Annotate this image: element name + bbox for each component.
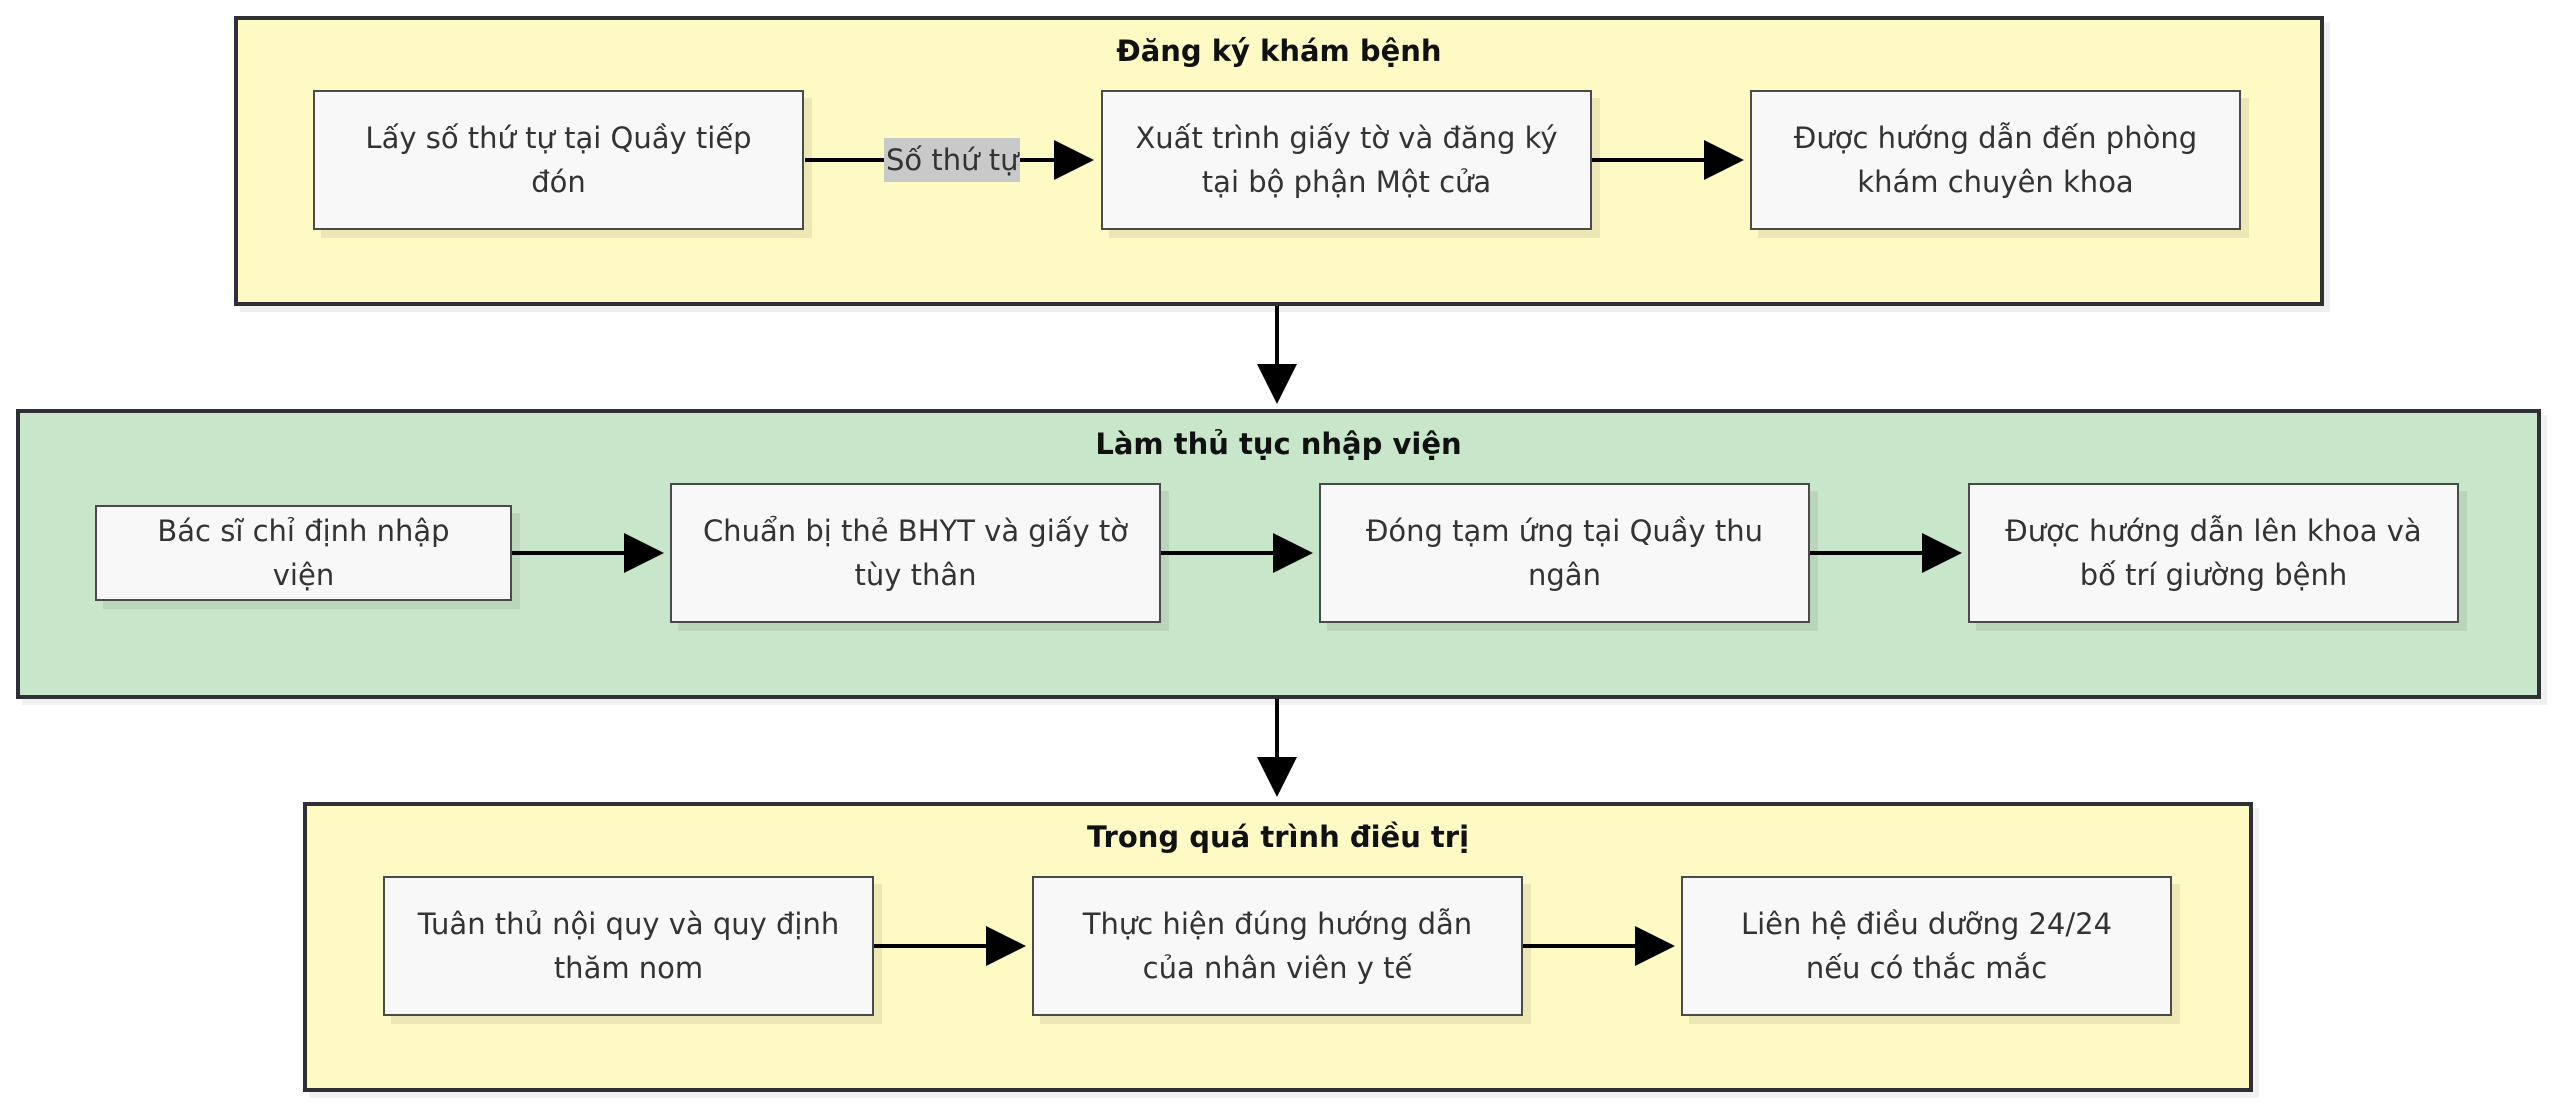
group-title: Đăng ký khám bệnh [1116, 34, 1442, 68]
group-title: Trong quá trình điều trị [1086, 820, 1470, 854]
node-bac-si-chi-dinh[interactable]: Bác sĩ chỉ định nhập viện [95, 505, 512, 601]
node-thuc-hien-huong-dan[interactable]: Thực hiện đúng hướng dẫn của nhân viên y… [1032, 876, 1523, 1016]
node-dong-tam-ung[interactable]: Đóng tạm ứng tại Quầy thu ngân [1319, 483, 1810, 623]
node-lien-he-dieu-duong[interactable]: Liên hệ điều dưỡng 24/24 nếu có thắc mắc [1681, 876, 2172, 1016]
node-huong-dan-phong-kham[interactable]: Được hướng dẫn đến phòng khám chuyên kho… [1750, 90, 2241, 230]
edge-label-so-thu-tu: Số thứ tự [884, 138, 1021, 182]
node-huong-dan-len-khoa[interactable]: Được hướng dẫn lên khoa và bố trí giường… [1968, 483, 2459, 623]
node-tuan-thu-noi-quy[interactable]: Tuân thủ nội quy và quy định thăm nom [383, 876, 874, 1016]
node-lay-so-thu-tu[interactable]: Lấy số thứ tự tại Quầy tiếp đón [313, 90, 804, 230]
node-xuat-trinh-giay-to[interactable]: Xuất trình giấy tờ và đăng ký tại bộ phậ… [1101, 90, 1592, 230]
group-title: Làm thủ tục nhập viện [1095, 427, 1462, 461]
node-chuan-bi-the-bhyt[interactable]: Chuẩn bị thẻ BHYT và giấy tờ tùy thân [670, 483, 1161, 623]
